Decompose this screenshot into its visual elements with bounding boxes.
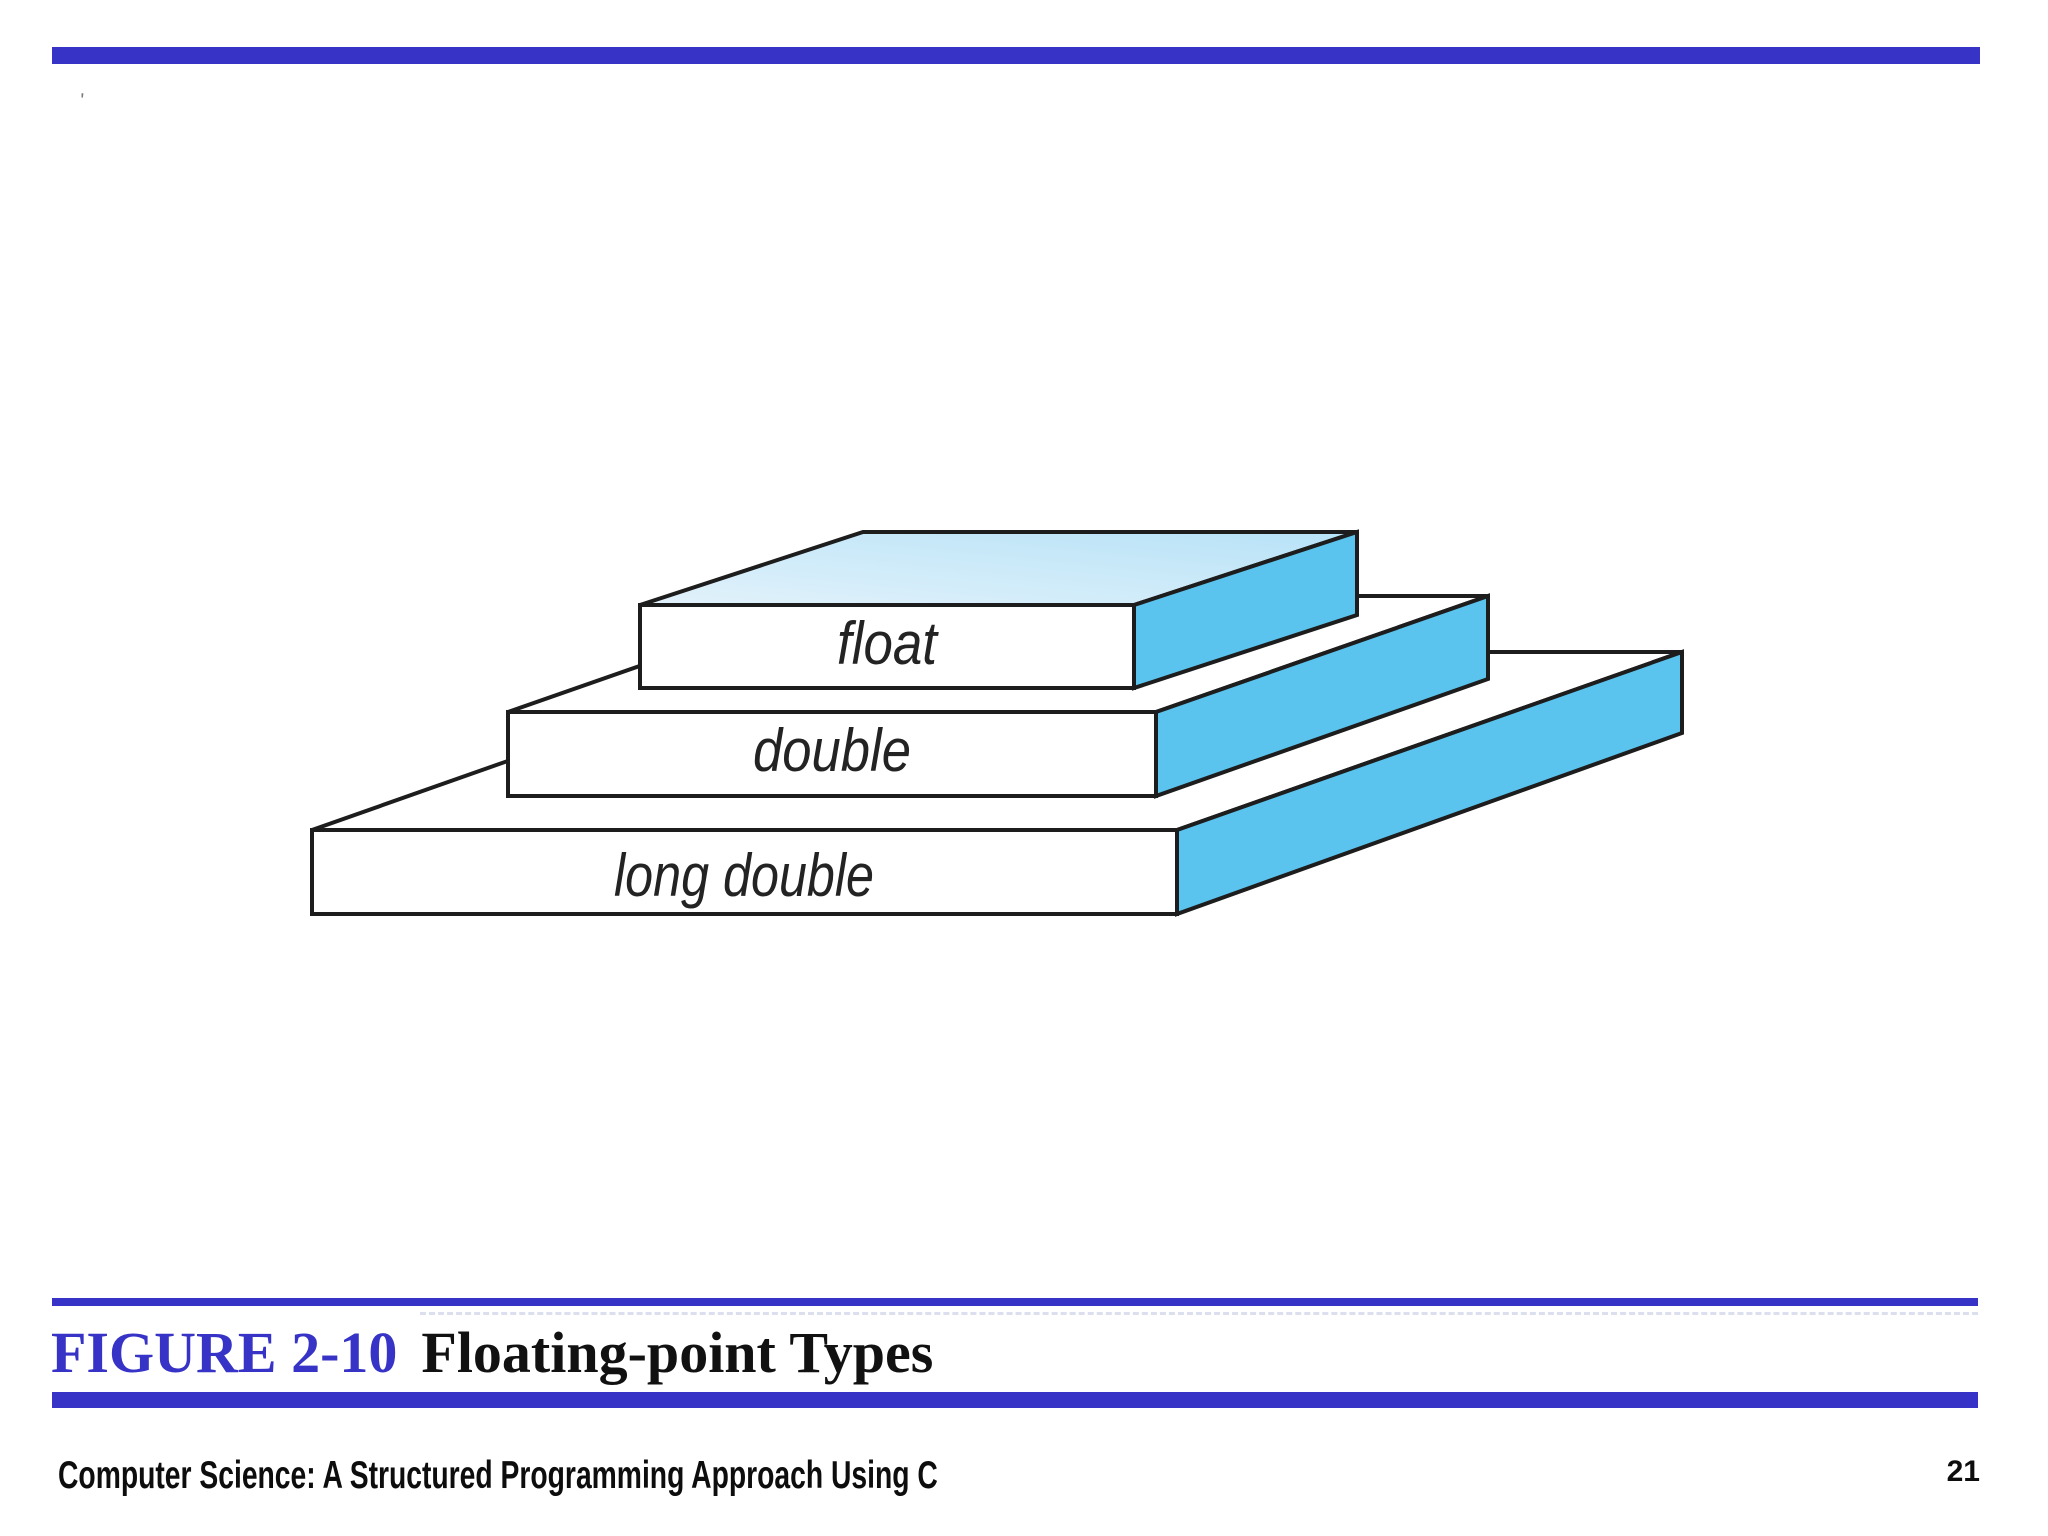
long-double-label: long double — [614, 842, 874, 909]
figure-caption: FIGURE 2-10 Floating-point Types — [51, 1322, 1951, 1384]
float-front-face — [638, 603, 1136, 690]
figure-title: Floating-point Types — [421, 1320, 934, 1385]
float-label: float — [837, 610, 939, 677]
double-label: double — [753, 717, 911, 784]
caption-artifact-dashes — [420, 1312, 1978, 1315]
footer-book-title: Computer Science: A Structured Programmi… — [58, 1454, 938, 1497]
figure-label: FIGURE 2-10 — [51, 1320, 398, 1385]
caption-bottom-rule — [52, 1392, 1978, 1408]
top-accent-bar — [52, 47, 1980, 64]
double-front-face — [506, 710, 1158, 798]
long-double-front-face — [310, 828, 1179, 916]
float-slab: float — [638, 529, 1359, 691]
caption-top-rule — [52, 1298, 1978, 1306]
page-number: 21 — [1946, 1455, 1980, 1488]
